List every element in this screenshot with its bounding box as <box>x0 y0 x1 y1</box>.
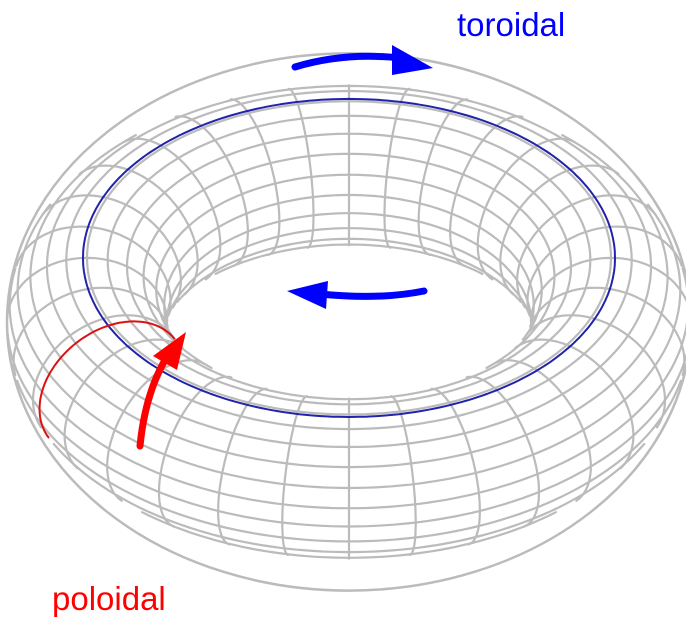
parallel-line <box>16 379 683 543</box>
torus-mesh <box>5 52 686 592</box>
parallel-line <box>681 267 686 289</box>
meridian-line <box>499 164 620 296</box>
meridian-line <box>383 87 411 249</box>
parallel-line <box>167 227 531 317</box>
parallel-line <box>485 275 556 369</box>
parallel-line <box>646 203 682 291</box>
parallel-line <box>5 326 686 528</box>
parallel-line <box>52 442 646 554</box>
poloidal-line <box>38 320 176 411</box>
meridian-line <box>229 98 281 256</box>
poloidal-arrow <box>136 332 186 450</box>
parallel-line <box>163 193 535 327</box>
meridian-line <box>465 375 541 494</box>
toroidal-arrow-top <box>291 45 433 75</box>
parallel-line <box>142 152 556 369</box>
meridian-line <box>106 465 123 502</box>
parallel-line <box>155 173 543 341</box>
meridian-line <box>287 87 315 249</box>
meridian-line <box>174 115 249 268</box>
parallel-line <box>141 511 558 559</box>
torus-outline <box>5 52 686 592</box>
meridian-line <box>449 115 524 268</box>
meridian-line <box>525 314 667 402</box>
torus-overlay <box>38 45 616 450</box>
meridian-line <box>106 359 205 468</box>
parallel-line <box>65 89 633 431</box>
meridian-line <box>515 194 657 309</box>
toroidal-label: toroidal <box>457 6 566 43</box>
poloidal-line <box>38 408 50 439</box>
meridian-line <box>514 338 635 437</box>
parallel-line <box>16 203 682 490</box>
meridian-line <box>575 465 592 502</box>
toroidal-arrow-inner <box>287 281 428 309</box>
meridian-line <box>63 338 184 437</box>
parallel-line <box>8 267 686 510</box>
meridian-line <box>493 359 592 468</box>
parallel-line <box>106 114 592 406</box>
meridian-line <box>12 286 169 363</box>
parallel-line <box>561 134 669 278</box>
meridian-line <box>78 164 199 296</box>
meridian-line <box>529 286 686 363</box>
parallel-line <box>521 288 543 341</box>
poloidal-label: poloidal <box>52 580 166 617</box>
meridian-line <box>41 194 182 309</box>
parallel-line <box>125 132 573 401</box>
parallel-line <box>176 237 522 303</box>
toroidal-circle <box>82 97 616 418</box>
meridian-line <box>157 375 233 494</box>
parallel-line <box>165 212 533 324</box>
parallel-line <box>85 100 613 416</box>
parallel-line <box>214 243 484 276</box>
meridian-line <box>417 98 469 256</box>
parallel-line <box>45 84 653 449</box>
parallel-line <box>29 134 669 469</box>
